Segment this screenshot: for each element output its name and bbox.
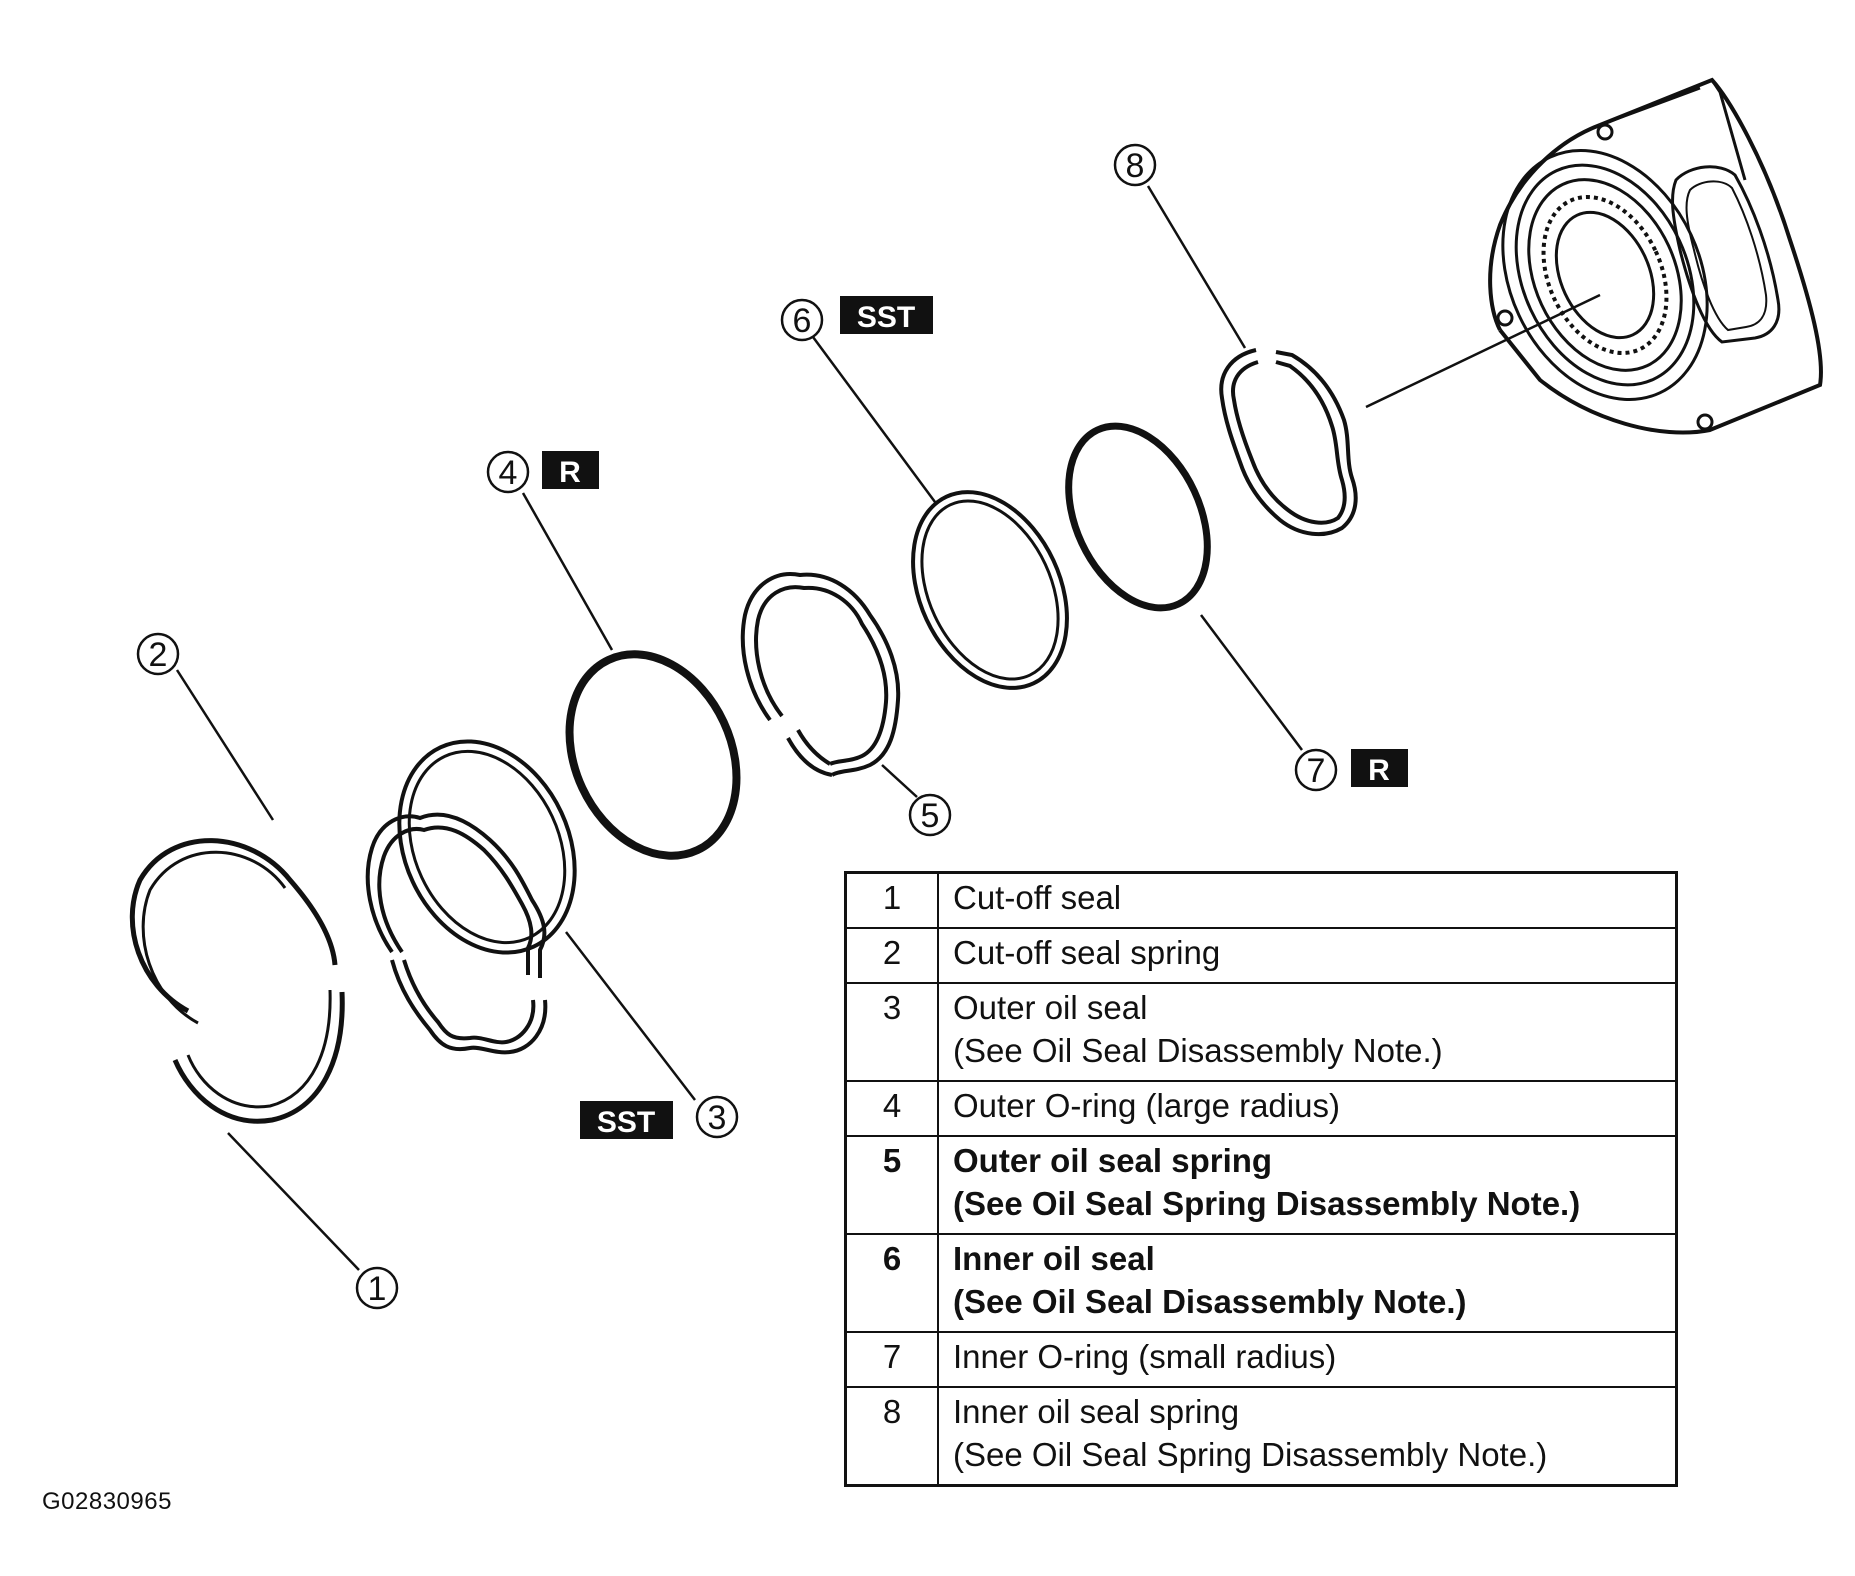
table-row: 7 Inner O-ring (small radius) bbox=[844, 1331, 1678, 1388]
callout-6: 6 bbox=[780, 298, 824, 342]
table-row: 6 Inner oil seal (See Oil Seal Disassembl… bbox=[844, 1233, 1678, 1333]
part-name: Cut-off seal spring bbox=[953, 934, 1221, 971]
table-row: 8 Inner oil seal spring (See Oil Seal Spr… bbox=[844, 1386, 1678, 1487]
part-number: 4 bbox=[844, 1080, 939, 1137]
part-description: Inner O-ring (small radius) bbox=[937, 1331, 1678, 1388]
part-number: 6 bbox=[844, 1233, 939, 1333]
part-name: Outer oil seal bbox=[953, 989, 1148, 1026]
outer-oil-seal bbox=[397, 739, 577, 955]
cut-off-seal-ring bbox=[129, 838, 345, 1124]
part-note: (See Oil Seal Spring Disassembly Note.) bbox=[953, 1436, 1548, 1473]
svg-text:2: 2 bbox=[149, 636, 168, 674]
leader-lines bbox=[175, 185, 1601, 1271]
part-description: Inner oil seal (See Oil Seal Disassembly … bbox=[937, 1233, 1678, 1333]
svg-text:R: R bbox=[1368, 754, 1390, 787]
part-number: 1 bbox=[844, 871, 939, 929]
part-name: Outer O-ring (large radius) bbox=[953, 1087, 1340, 1124]
table-row: 5 Outer oil seal spring (See Oil Seal Spr… bbox=[844, 1135, 1678, 1235]
svg-text:SST: SST bbox=[597, 1106, 655, 1139]
part-name: Cut-off seal bbox=[953, 879, 1122, 916]
callout-8: 8 bbox=[1113, 143, 1157, 187]
svg-text:1: 1 bbox=[368, 1270, 387, 1308]
callout-7: 7 bbox=[1294, 748, 1338, 792]
callout-4: 4 bbox=[486, 450, 530, 494]
table-row: 1 Cut-off seal bbox=[844, 871, 1678, 929]
inner-oil-seal-spring bbox=[1219, 348, 1358, 537]
part-number: 7 bbox=[844, 1331, 939, 1388]
cut-off-seal-spring bbox=[365, 812, 548, 1055]
part-description: Cut-off seal spring bbox=[937, 927, 1678, 984]
outer-o-ring bbox=[565, 650, 741, 860]
part-description: Outer O-ring (large radius) bbox=[937, 1080, 1678, 1137]
callout-3: 3 bbox=[695, 1095, 739, 1139]
svg-text:8: 8 bbox=[1126, 147, 1145, 185]
table-row: 2 Cut-off seal spring bbox=[844, 927, 1678, 984]
rotor-housing bbox=[1488, 77, 1823, 435]
r-tag-4: R bbox=[542, 451, 599, 489]
part-description: Outer oil seal spring (See Oil Seal Sprin… bbox=[937, 1135, 1678, 1235]
part-description: Outer oil seal (See Oil Seal Disassembly … bbox=[937, 982, 1678, 1082]
svg-text:6: 6 bbox=[793, 302, 812, 340]
inner-o-ring bbox=[1065, 422, 1211, 612]
part-note: (See Oil Seal Disassembly Note.) bbox=[953, 1032, 1443, 1069]
svg-text:5: 5 bbox=[921, 797, 940, 835]
r-tag-7: R bbox=[1351, 749, 1408, 787]
svg-text:R: R bbox=[559, 456, 581, 489]
part-note: (See Oil Seal Disassembly Note.) bbox=[953, 1283, 1467, 1320]
part-name: Outer oil seal spring bbox=[953, 1142, 1273, 1179]
part-name: Inner oil seal spring bbox=[953, 1393, 1240, 1430]
figure-id: G02830965 bbox=[42, 1488, 172, 1515]
callout-2: 2 bbox=[136, 632, 180, 676]
part-number: 3 bbox=[844, 982, 939, 1082]
callout-5: 5 bbox=[908, 793, 952, 837]
svg-text:4: 4 bbox=[499, 454, 518, 492]
part-name: Inner oil seal bbox=[953, 1240, 1155, 1277]
sst-tag-3: SST bbox=[580, 1101, 673, 1139]
svg-text:3: 3 bbox=[708, 1099, 727, 1137]
outer-oil-seal-spring bbox=[740, 572, 901, 777]
part-number: 2 bbox=[844, 927, 939, 984]
table-row: 3 Outer oil seal (See Oil Seal Disassembl… bbox=[844, 982, 1678, 1082]
inner-oil-seal bbox=[911, 490, 1069, 690]
callout-1: 1 bbox=[355, 1266, 399, 1310]
part-note: (See Oil Seal Spring Disassembly Note.) bbox=[953, 1185, 1581, 1222]
part-description: Inner oil seal spring (See Oil Seal Sprin… bbox=[937, 1386, 1678, 1487]
table-row: 4 Outer O-ring (large radius) bbox=[844, 1080, 1678, 1137]
part-number: 5 bbox=[844, 1135, 939, 1235]
sst-tag-6: SST bbox=[840, 296, 933, 334]
svg-text:7: 7 bbox=[1307, 752, 1326, 790]
part-name: Inner O-ring (small radius) bbox=[953, 1338, 1337, 1375]
parts-legend-table: 1 Cut-off seal 2 Cut-off seal spring 3 O… bbox=[844, 871, 1678, 1487]
part-description: Cut-off seal bbox=[937, 871, 1678, 929]
svg-text:SST: SST bbox=[857, 301, 915, 334]
part-number: 8 bbox=[844, 1386, 939, 1487]
